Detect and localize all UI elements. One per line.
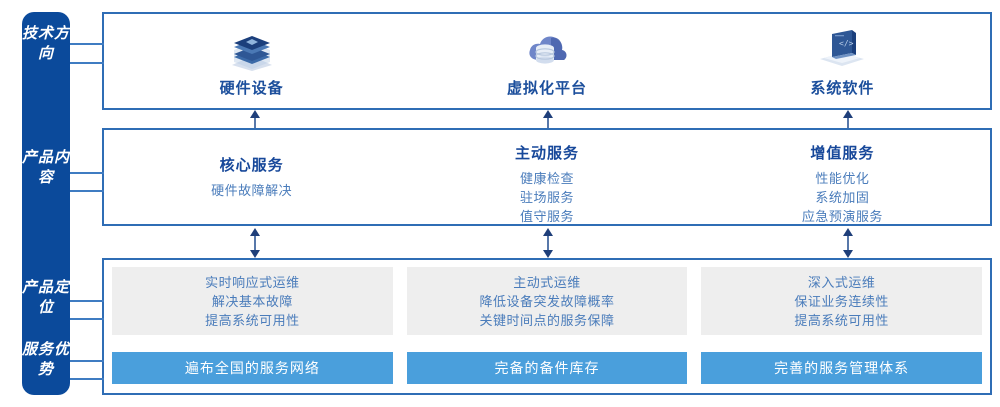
content-item: 应急预演服务 — [801, 209, 883, 224]
connector-line-advantage-bottom — [68, 378, 104, 380]
content-title-proactive-service: 主动服务 — [514, 145, 579, 162]
connector-line-advantage-top — [68, 360, 104, 362]
arrow-double-core-service — [250, 228, 260, 258]
positioning-line: 保证业务连续性 — [794, 293, 889, 309]
positioning-cell-realtime[interactable]: 实时响应式运维 解决基本故障 提高系统可用性 — [112, 267, 393, 335]
content-title-value-added-service: 增值服务 — [810, 145, 875, 162]
positioning-line: 解决基本故障 — [211, 293, 293, 309]
arrow-up-virtualization — [543, 110, 553, 128]
arrow-double-value-added-service — [843, 228, 853, 258]
svg-text:</>: </> — [839, 39, 854, 48]
connector-line-tech-bottom — [68, 62, 104, 64]
tech-item-hardware[interactable]: 硬件设备 — [104, 25, 399, 98]
positioning-line: 提高系统可用性 — [205, 312, 300, 328]
rail-label-product-positioning: 产品定位 — [22, 279, 71, 316]
positioning-cell-indepth[interactable]: 深入式运维 保证业务连续性 提高系统可用性 — [701, 267, 983, 335]
connector-line-position-top — [68, 300, 104, 302]
tech-item-system-software[interactable]: </> 系统软件 — [695, 25, 990, 98]
positioning-line: 关键时间点的服务保障 — [479, 312, 615, 328]
positioning-row: 实时响应式运维 解决基本故障 提高系统可用性 主动式运维 降低设备突发故障概率 … — [112, 267, 983, 335]
connector-line-content-top — [68, 172, 104, 174]
tech-item-virtualization[interactable]: 虚拟化平台 — [399, 25, 694, 98]
connector-line-content-bottom — [68, 190, 104, 192]
positioning-line: 提高系统可用性 — [794, 312, 889, 328]
server-stack-icon — [226, 25, 278, 73]
positioning-line: 主动式运维 — [513, 274, 581, 290]
content-item: 驻场服务 — [519, 190, 574, 205]
connector-line-tech-top — [68, 43, 104, 45]
tech-item-virtualization-label: 虚拟化平台 — [506, 79, 587, 97]
positioning-cell-proactive[interactable]: 主动式运维 降低设备突发故障概率 关键时间点的服务保障 — [406, 267, 688, 335]
content-title-core-service: 核心服务 — [219, 157, 284, 174]
content-column-core-service[interactable]: 核心服务 硬件故障解决 — [104, 130, 399, 224]
content-item: 值守服务 — [519, 209, 574, 224]
cloud-database-icon — [521, 25, 573, 73]
positioning-line: 深入式运维 — [807, 274, 876, 290]
tech-item-hardware-label: 硬件设备 — [219, 79, 284, 97]
content-column-proactive-service[interactable]: 主动服务 健康检查 驻场服务 值守服务 — [399, 130, 694, 224]
advantage-bar-management-system[interactable]: 完善的服务管理体系 — [701, 352, 983, 384]
positioning-line: 实时响应式运维 — [205, 274, 300, 290]
connector-line-position-bottom — [68, 318, 104, 320]
rail-label-technology-direction: 技术方向 — [22, 25, 71, 62]
positioning-and-advantage-panel: 实时响应式运维 解决基本故障 提高系统可用性 主动式运维 降低设备突发故障概率 … — [102, 258, 992, 395]
positioning-line: 降低设备突发故障概率 — [479, 293, 615, 309]
content-item: 健康检查 — [519, 171, 574, 186]
laptop-code-icon: </> — [814, 25, 870, 73]
rail-label-service-advantage: 服务优势 — [22, 341, 71, 378]
arrow-up-hardware — [250, 110, 260, 128]
content-column-value-added-service[interactable]: 增值服务 性能优化 系统加固 应急预演服务 — [695, 130, 990, 224]
advantage-row: 遍布全国的服务网络 完备的备件库存 完善的服务管理体系 — [112, 352, 983, 384]
product-content-panel: 核心服务 硬件故障解决 主动服务 健康检查 驻场服务 值守服务 增值服务 性能优… — [102, 128, 992, 226]
category-rail — [22, 12, 70, 395]
rail-label-product-content: 产品内容 — [22, 149, 71, 186]
tech-item-system-software-label: 系统软件 — [810, 79, 875, 97]
technology-direction-panel: 硬件设备 — [102, 12, 992, 110]
content-item: 性能优化 — [815, 171, 870, 186]
arrow-up-system-software — [843, 110, 853, 128]
content-item: 硬件故障解决 — [211, 183, 293, 198]
advantage-bar-service-network[interactable]: 遍布全国的服务网络 — [112, 352, 393, 384]
advantage-bar-spare-parts[interactable]: 完备的备件库存 — [406, 352, 688, 384]
arrow-double-proactive-service — [543, 228, 553, 258]
content-item: 系统加固 — [815, 190, 870, 205]
